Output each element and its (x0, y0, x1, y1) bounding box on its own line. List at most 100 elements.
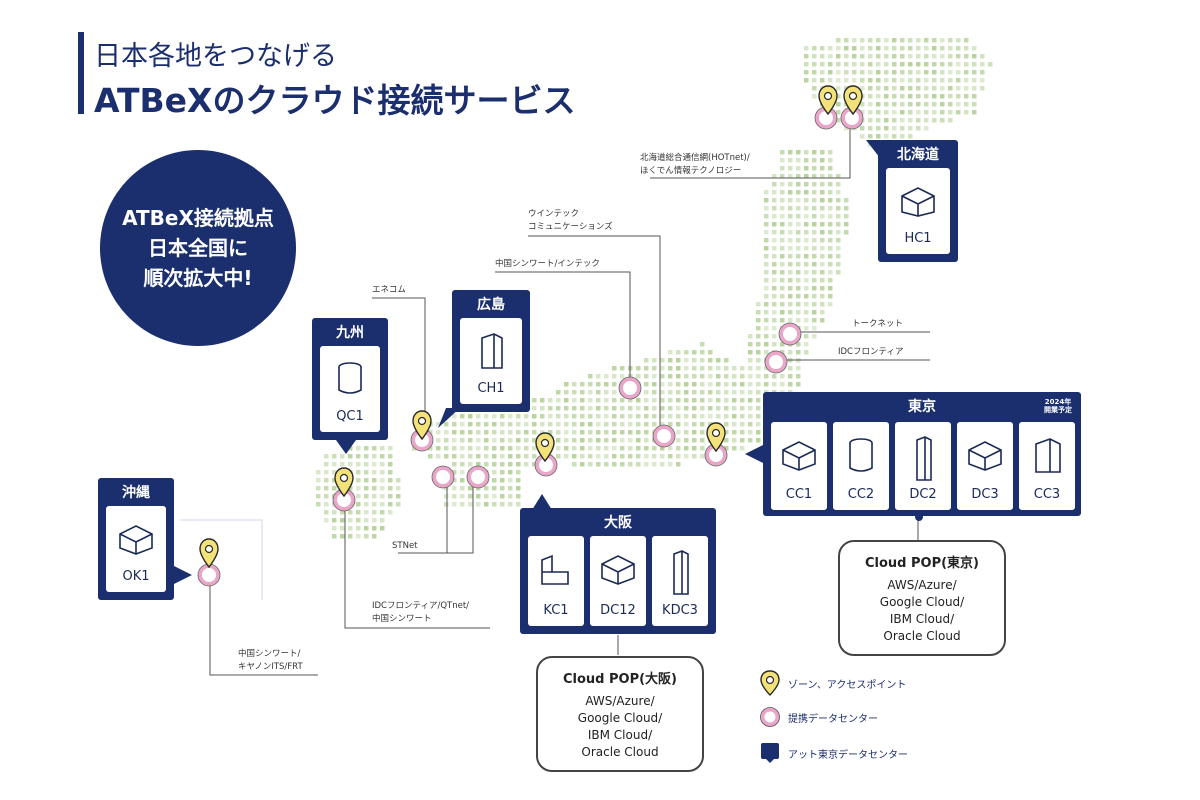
land-dot (620, 454, 625, 459)
land-dot (540, 406, 545, 411)
land-dot (588, 414, 593, 419)
land-dot (660, 446, 665, 451)
land-dot (764, 302, 769, 307)
datacenter-label: OK1 (122, 569, 150, 584)
land-dot (364, 470, 369, 475)
land-dot (796, 198, 801, 203)
land-dot (484, 494, 489, 499)
land-dot (764, 334, 769, 339)
cloud-pop-line: AWS/Azure/ (585, 694, 655, 708)
land-dot (332, 470, 337, 475)
land-dot (684, 454, 689, 459)
land-dot (836, 254, 841, 259)
land-dot (604, 430, 609, 435)
land-dot (484, 414, 489, 419)
land-dot (620, 406, 625, 411)
land-dot (788, 262, 793, 267)
land-dot (644, 430, 649, 435)
land-dot (764, 310, 769, 315)
land-dot (780, 294, 785, 299)
land-dot (316, 470, 321, 475)
land-dot (940, 94, 945, 99)
datacenter-label: CH1 (477, 381, 505, 396)
land-dot (756, 310, 761, 315)
land-dot (788, 382, 793, 387)
land-dot (932, 38, 937, 43)
badge-line: ATBeX接続拠点 (122, 206, 274, 230)
land-dot (604, 422, 609, 427)
land-dot (916, 94, 921, 99)
land-dot (444, 430, 449, 435)
land-dot (692, 366, 697, 371)
land-dot (540, 398, 545, 403)
region-panel-hokkaido: 北海道 HC1 (878, 140, 958, 262)
land-dot (500, 462, 505, 467)
land-dot (956, 110, 961, 115)
land-dot (364, 534, 369, 539)
land-dot (788, 318, 793, 323)
land-dot (860, 86, 865, 91)
datacenter-card: KC1 (528, 536, 584, 626)
land-dot (804, 206, 809, 211)
land-dot (788, 246, 793, 251)
land-dot (668, 406, 673, 411)
land-dot (508, 494, 513, 499)
land-dot (684, 366, 689, 371)
partner-text: 中国シンワート/ (238, 649, 301, 659)
land-dot (668, 422, 673, 427)
land-dot (660, 390, 665, 395)
land-dot (892, 94, 897, 99)
land-dot (836, 110, 841, 115)
land-dot (868, 110, 873, 115)
land-dot (364, 478, 369, 483)
land-dot (916, 54, 921, 59)
land-dot (956, 38, 961, 43)
land-dot (692, 422, 697, 427)
land-dot (692, 358, 697, 363)
land-dot (900, 38, 905, 43)
land-dot (380, 486, 385, 491)
land-dot (468, 454, 473, 459)
land-dot (612, 430, 617, 435)
land-dot (668, 358, 673, 363)
land-dot (780, 270, 785, 275)
land-dot (924, 38, 929, 43)
land-dot (972, 102, 977, 107)
land-dot (772, 326, 777, 331)
land-dot (804, 174, 809, 179)
expansion-badge: ATBeX接続拠点 日本全国に 順次拡大中! (100, 150, 296, 346)
land-dot (908, 54, 913, 59)
land-dot (772, 382, 777, 387)
land-dot (572, 462, 577, 467)
land-dot (652, 406, 657, 411)
badge-line: 順次拡大中! (143, 266, 253, 290)
land-dot (724, 438, 729, 443)
land-dot (804, 294, 809, 299)
land-dot (356, 478, 361, 483)
land-dot (964, 70, 969, 75)
land-dot (596, 454, 601, 459)
land-dot (508, 422, 513, 427)
land-dot (772, 254, 777, 259)
land-dot (884, 78, 889, 83)
land-dot (700, 406, 705, 411)
land-dot (764, 238, 769, 243)
land-dot (836, 262, 841, 267)
land-dot (396, 494, 401, 499)
land-dot (764, 366, 769, 371)
land-dot (964, 62, 969, 67)
land-dot (660, 422, 665, 427)
land-dot (964, 94, 969, 99)
land-dot (620, 414, 625, 419)
land-dot (492, 446, 497, 451)
land-dot (924, 62, 929, 67)
land-dot (700, 358, 705, 363)
land-dot (628, 438, 633, 443)
land-dot (820, 262, 825, 267)
land-dot (836, 54, 841, 59)
land-dot (780, 206, 785, 211)
land-dot (460, 502, 465, 507)
land-dot (812, 70, 817, 75)
land-dot (972, 86, 977, 91)
land-dot (900, 110, 905, 115)
